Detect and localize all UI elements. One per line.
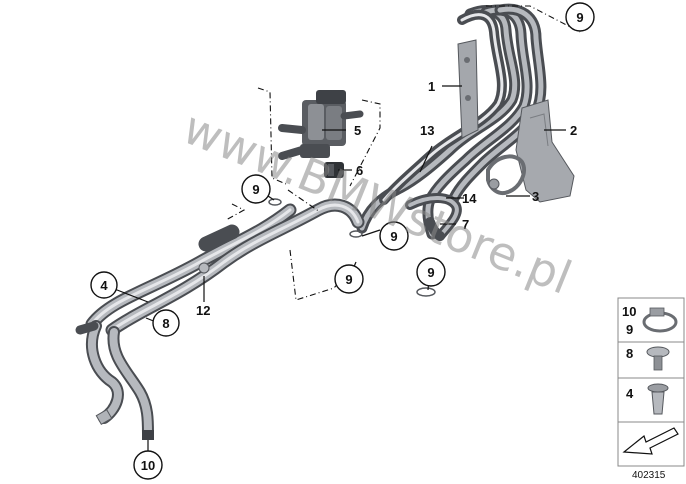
dash-lines bbox=[225, 5, 581, 301]
callout-9-top: 9 bbox=[565, 2, 595, 32]
callout-3-label: 3 bbox=[532, 189, 539, 204]
callout-7-label: 7 bbox=[462, 217, 469, 232]
callout-4-label: 4 bbox=[100, 278, 108, 293]
callout-9-valve-label: 9 bbox=[252, 182, 259, 197]
legend: 10 9 8 4 402315 bbox=[617, 297, 685, 481]
callout-14: 14 bbox=[462, 191, 477, 206]
legend-row3-label: 4 bbox=[626, 386, 634, 401]
legend-row1-b-label: 9 bbox=[626, 322, 633, 337]
callout-9-mid-a: 9 bbox=[379, 221, 409, 251]
callout-9-mid-c-label: 9 bbox=[427, 265, 434, 280]
hose-clamp-icon bbox=[642, 307, 678, 333]
callout-2-label: 2 bbox=[570, 123, 577, 138]
callout-6: 6 bbox=[356, 163, 363, 178]
callout-9-mid-b: 9 bbox=[334, 264, 364, 294]
push-clip-icon bbox=[647, 383, 669, 415]
screw-icon bbox=[646, 346, 670, 371]
cover-part-2 bbox=[515, 99, 575, 203]
callout-9-mid-a-label: 9 bbox=[390, 229, 397, 244]
callout-1-label: 1 bbox=[428, 79, 435, 94]
callout-7: 7 bbox=[462, 217, 469, 232]
hose-part-7 bbox=[425, 217, 445, 241]
callout-9-valve: 9 bbox=[241, 174, 271, 204]
callout-2: 2 bbox=[570, 123, 577, 138]
callout-12: 12 bbox=[196, 303, 210, 318]
clip-part-3 bbox=[486, 154, 527, 195]
callout-12-label: 12 bbox=[196, 303, 210, 318]
callout-1: 1 bbox=[428, 79, 435, 94]
document-id: 402315 bbox=[632, 470, 666, 481]
callout-9-top-label: 9 bbox=[576, 10, 583, 25]
callout-5-label: 5 bbox=[354, 123, 361, 138]
clamps bbox=[268, 198, 436, 297]
callout-10-bottom-label: 10 bbox=[141, 458, 155, 473]
callout-5: 5 bbox=[354, 123, 361, 138]
legend-row1-a-label: 10 bbox=[622, 304, 636, 319]
callout-13: 13 bbox=[420, 123, 434, 138]
arrow-icon bbox=[622, 427, 679, 455]
connector-part-6 bbox=[324, 162, 344, 178]
main-pipe bbox=[75, 198, 365, 440]
callout-3: 3 bbox=[532, 189, 539, 204]
callout-9-mid-c: 9 bbox=[416, 257, 446, 287]
grommet-part-12 bbox=[198, 262, 210, 274]
legend-row-clamp bbox=[617, 297, 685, 343]
callout-14-label: 14 bbox=[462, 191, 477, 206]
callout-8-label: 8 bbox=[162, 316, 169, 331]
callout-9-mid-b-label: 9 bbox=[345, 272, 352, 287]
callout-8: 8 bbox=[152, 309, 180, 337]
callout-6-label: 6 bbox=[356, 163, 363, 178]
bracket-part-1 bbox=[457, 39, 479, 139]
legend-row2-label: 8 bbox=[626, 346, 633, 361]
callout-13-label: 13 bbox=[420, 123, 434, 138]
heater-valve-part-5 bbox=[278, 90, 364, 160]
callout-4: 4 bbox=[90, 271, 118, 299]
callout-10-bottom: 10 bbox=[133, 450, 163, 480]
